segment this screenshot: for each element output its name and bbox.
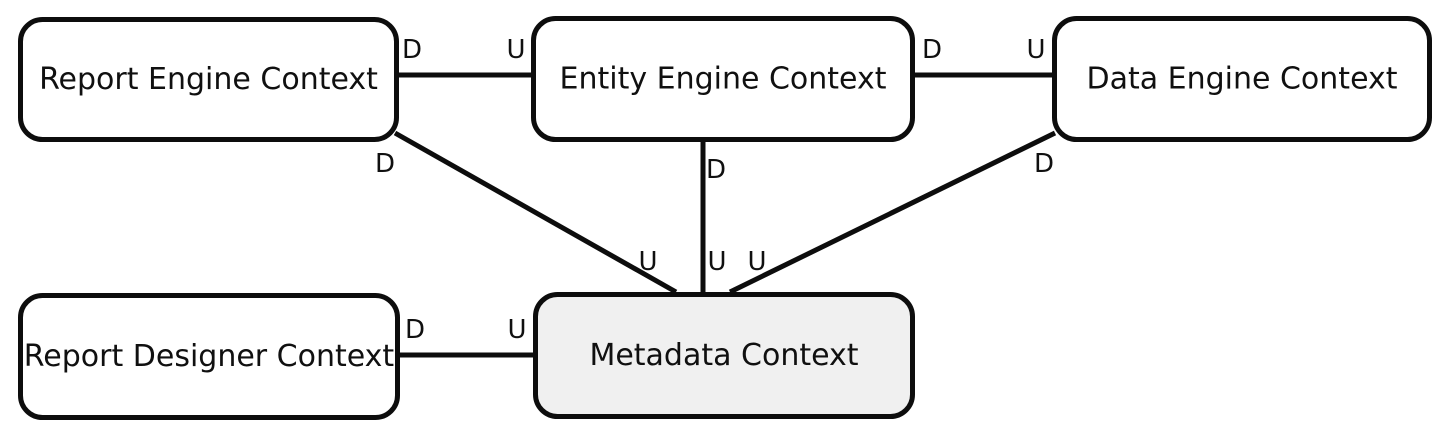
node-box-metadata-context[interactable] — [533, 292, 915, 419]
edge-role-label-downstream-report-engine-to-entity-engine: U — [506, 35, 525, 65]
node-label-entity-engine-context: Entity Engine Context — [560, 62, 887, 97]
node-report-engine-context[interactable]: Report Engine Context — [18, 17, 399, 142]
node-report-designer-context[interactable]: Report Designer Context — [18, 293, 400, 420]
node-box-report-designer-context[interactable] — [18, 293, 400, 420]
node-box-entity-engine-context[interactable] — [531, 16, 915, 142]
edge-role-label-upstream-report-engine-to-metadata: D — [375, 149, 395, 179]
edge-role-label-downstream-report-engine-to-metadata: U — [638, 247, 657, 277]
node-label-metadata-context: Metadata Context — [589, 338, 858, 373]
node-entity-engine-context[interactable]: Entity Engine Context — [531, 16, 915, 142]
node-box-report-engine-context[interactable] — [18, 17, 399, 142]
edge-role-label-downstream-entity-engine-to-data-engine: U — [1026, 35, 1045, 65]
edge-role-label-upstream-report-designer-to-metadata: D — [405, 315, 425, 345]
node-data-engine-context[interactable]: Data Engine Context — [1052, 16, 1432, 142]
edge-role-label-upstream-report-engine-to-entity-engine: D — [402, 35, 422, 65]
edge-labels-layer: D U D U D U D U D U D U — [375, 35, 1054, 345]
node-label-report-engine-context: Report Engine Context — [39, 62, 378, 97]
edge-role-label-upstream-entity-engine-to-data-engine: D — [922, 35, 942, 65]
edges-layer — [393, 72, 1057, 358]
edge-role-label-upstream-data-engine-to-metadata: D — [1034, 149, 1054, 179]
nodes-layer: Report Engine Context Entity Engine Conte… — [18, 16, 1432, 420]
edge-role-label-upstream-entity-engine-to-metadata: D — [706, 155, 726, 185]
node-label-data-engine-context: Data Engine Context — [1086, 62, 1397, 97]
node-label-report-designer-context: Report Designer Context — [24, 339, 395, 374]
node-metadata-context[interactable]: Metadata Context — [533, 292, 915, 419]
edge-data-engine-to-metadata — [728, 130, 1057, 295]
node-box-data-engine-context[interactable] — [1052, 16, 1432, 142]
edge-report-engine-to-metadata — [393, 130, 678, 295]
edge-role-label-downstream-entity-engine-to-metadata: U — [707, 247, 726, 277]
edge-role-label-downstream-data-engine-to-metadata: U — [747, 247, 766, 277]
edge-role-label-downstream-report-designer-to-metadata: U — [507, 315, 526, 345]
